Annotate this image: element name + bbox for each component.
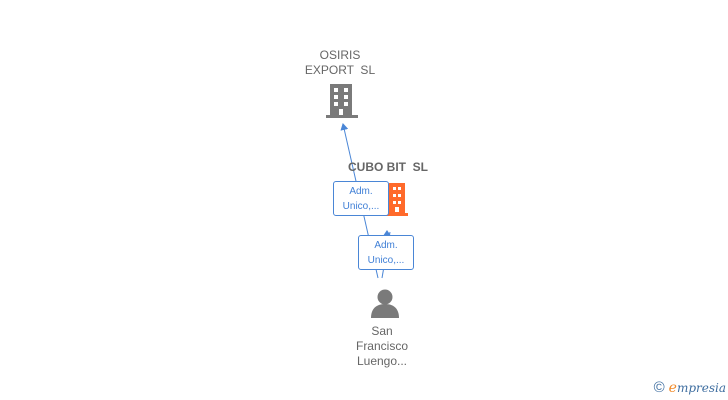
building-icon[interactable] (386, 183, 408, 216)
company-name-osiris[interactable]: OSIRIS EXPORT SL (304, 48, 376, 77)
role-label-cubo-bit: Adm. Unico,... (358, 235, 414, 270)
edge-arrowhead-cubo (383, 230, 391, 236)
brand-footer: © empresia (653, 379, 726, 397)
role-label-text: Adm. Unico,... (367, 240, 405, 266)
building-icon[interactable] (326, 84, 358, 118)
role-label-osiris: Adm. Unico,... (333, 181, 389, 216)
role-label-text: Adm. Unico,... (342, 186, 380, 212)
brand-initial: e (668, 380, 677, 396)
brand-rest: mpresia (676, 381, 726, 395)
empresia-logo[interactable]: empresia (669, 380, 726, 396)
person-icon[interactable] (371, 289, 399, 319)
person-name[interactable]: San Francisco Luengo... (355, 324, 408, 368)
company-name-cubo-bit[interactable]: CUBO BIT SL (348, 160, 428, 174)
copyright-icon: © (653, 379, 665, 396)
